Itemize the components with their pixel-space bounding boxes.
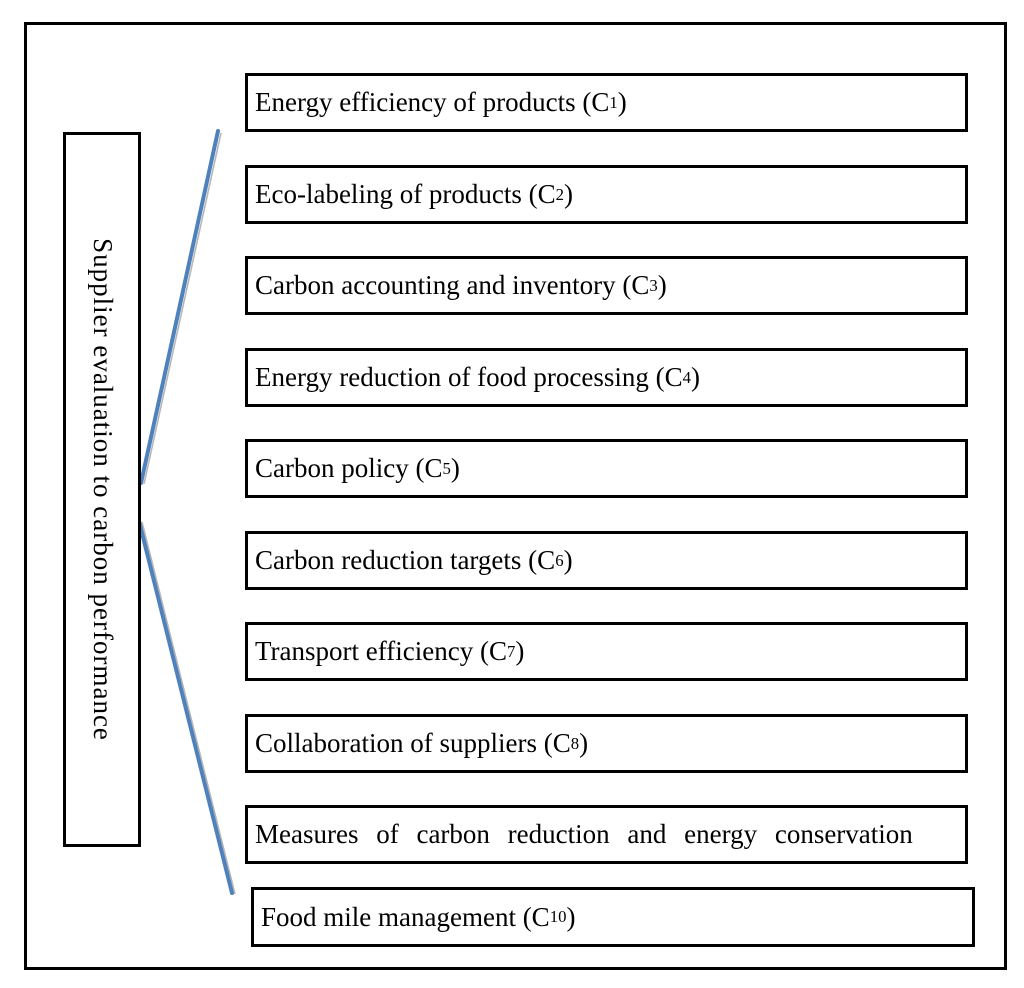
criterion-label-close: ) bbox=[691, 362, 701, 392]
criterion-label: Carbon accounting and inventory (C bbox=[255, 270, 650, 300]
criterion-label: Energy efficiency of products (C bbox=[255, 87, 610, 117]
criterion-label: Carbon policy (C bbox=[255, 453, 443, 483]
criterion-label-close: ) bbox=[579, 728, 589, 758]
criterion-label: Measures of carbon reduction and energy … bbox=[255, 819, 913, 849]
criterion-label-close: ) bbox=[657, 270, 667, 300]
criterion-label-close: ) bbox=[450, 453, 460, 483]
criterion-label: Carbon reduction targets (C bbox=[255, 545, 556, 575]
root-category-box: Supplier evaluation to carbon performanc… bbox=[63, 132, 141, 847]
criterion-label-close: ) bbox=[564, 179, 574, 209]
criterion-label-close: ) bbox=[515, 636, 525, 666]
criterion-label: Collaboration of suppliers (C bbox=[255, 728, 571, 758]
criterion-label-close: ) bbox=[566, 901, 576, 932]
criterion-label-close: ) bbox=[563, 545, 573, 575]
criterion-box-c9: Measures of carbon reduction and energy … bbox=[245, 805, 968, 864]
criterion-label: Eco-labeling of products (C bbox=[255, 179, 556, 209]
criterion-label: Food mile management (C bbox=[261, 901, 550, 932]
criterion-label-close: ) bbox=[617, 87, 627, 117]
criterion-label: Energy reduction of food processing (C bbox=[255, 362, 683, 392]
root-category-label: Supplier evaluation to carbon performanc… bbox=[87, 238, 118, 741]
criterion-label: Transport efficiency (C bbox=[255, 636, 507, 666]
